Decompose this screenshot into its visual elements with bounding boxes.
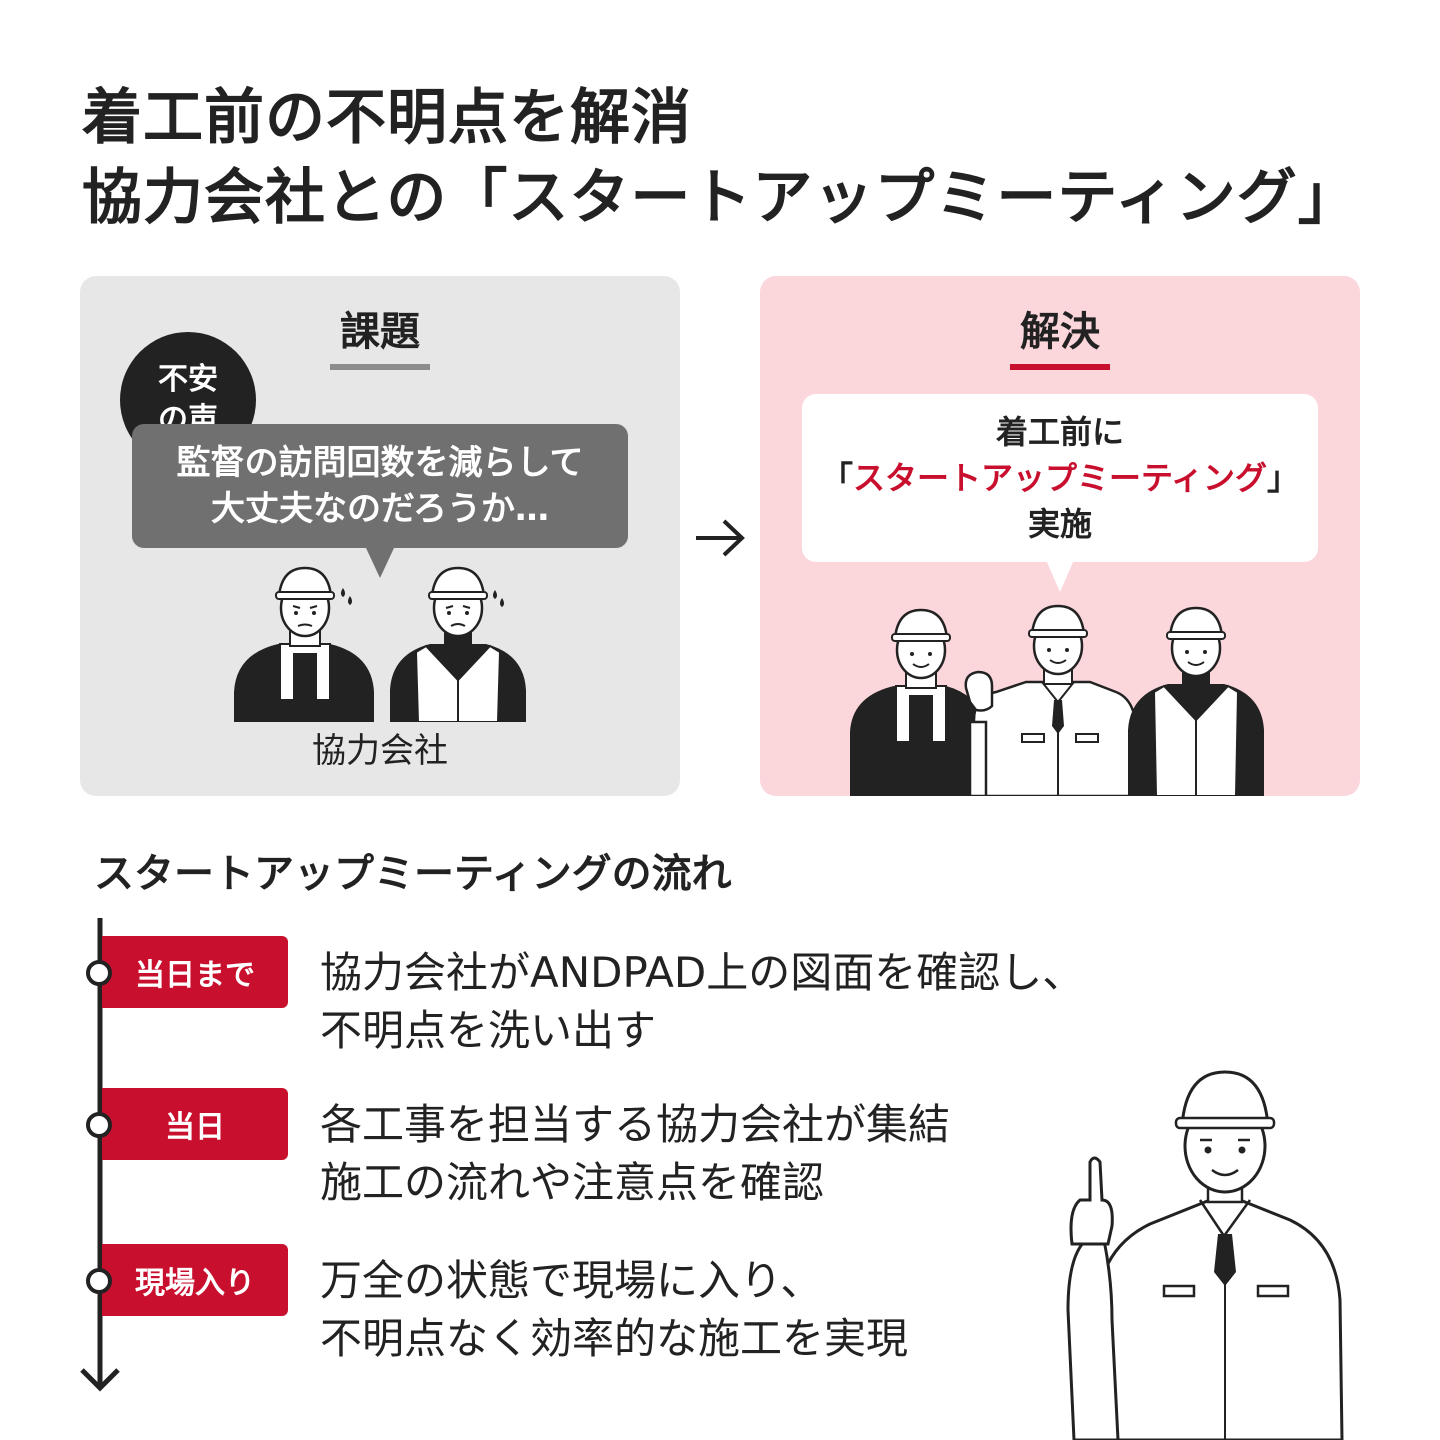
step-3-line-1: 万全の状態で現場に入り、 bbox=[320, 1256, 823, 1305]
step-tag-site-entry: 現場入り bbox=[102, 1244, 288, 1316]
step-1-line-1: 協力会社がANDPAD上の図面を確認し、 bbox=[320, 948, 1085, 997]
title-line-2: 協力会社との「スタートアップミーティング」 bbox=[82, 163, 1359, 233]
solution-line-2: 「スタートアップミーティング」 bbox=[821, 455, 1299, 501]
problem-heading: 課題 bbox=[340, 309, 420, 355]
page-title: 着工前の不明点を解消 協力会社との「スタートアップミーティング」 bbox=[82, 78, 1359, 238]
solution-heading-underline bbox=[1010, 364, 1110, 370]
flow-title: スタートアップミーティングの流れ bbox=[94, 851, 732, 897]
step-text-on-day: 各工事を担当する協力会社が集結 施工の流れや注意点を確認 bbox=[320, 1096, 950, 1212]
step-3-line-2: 不明点なく効率的な施工を実現 bbox=[320, 1314, 909, 1363]
step-1-line-2: 不明点を洗い出す bbox=[320, 1006, 657, 1055]
pointing-worker-illustration bbox=[1066, 1070, 1344, 1440]
timeline-arrow-down-icon bbox=[80, 918, 120, 1392]
solution-bubble-tail bbox=[1046, 560, 1074, 592]
step-2-line-1: 各工事を担当する協力会社が集結 bbox=[320, 1100, 951, 1149]
timeline-node-icon bbox=[86, 1268, 112, 1294]
worry-bubble-tail bbox=[366, 548, 394, 578]
worried-worker-illustration bbox=[234, 566, 526, 722]
problem-heading-underline bbox=[330, 364, 430, 370]
timeline-node-icon bbox=[86, 960, 112, 986]
problem-panel: 課題 不安 の声 監督の訪問回数を減らして 大丈夫なのだろうか… bbox=[80, 276, 680, 796]
solution-speech-bubble: 着工前に 「スタートアップミーティング」 実施 bbox=[802, 394, 1318, 562]
company-label: 協力会社 bbox=[312, 731, 448, 771]
open-bracket: 「 bbox=[820, 459, 853, 497]
timeline-node-icon bbox=[86, 1112, 112, 1138]
title-line-1: 着工前の不明点を解消 bbox=[82, 83, 692, 153]
worry-line-1: 監督の訪問回数を減らして bbox=[176, 443, 584, 483]
voice-badge-line-1: 不安 bbox=[158, 362, 218, 397]
worry-speech-bubble: 監督の訪問回数を減らして 大丈夫なのだろうか… bbox=[132, 424, 628, 548]
close-bracket: 」 bbox=[1267, 459, 1300, 497]
worry-line-2: 大丈夫なのだろうか… bbox=[211, 489, 549, 529]
step-2-line-2: 施工の流れや注意点を確認 bbox=[320, 1158, 825, 1207]
arrow-right-icon bbox=[696, 519, 745, 557]
solution-line-3: 実施 bbox=[1027, 505, 1092, 543]
solution-line-1: 着工前に bbox=[995, 413, 1124, 451]
solution-panel: 解決 着工前に 「スタートアップミーティング」 実施 bbox=[760, 276, 1360, 796]
startup-meeting-highlight: スタートアップミーティング bbox=[852, 459, 1268, 497]
step-tag-on-day: 当日 bbox=[102, 1088, 288, 1160]
step-text-site-entry: 万全の状態で現場に入り、 不明点なく効率的な施工を実現 bbox=[320, 1252, 908, 1368]
step-text-before-day: 協力会社がANDPAD上の図面を確認し、 不明点を洗い出す bbox=[320, 944, 1084, 1060]
solution-heading: 解決 bbox=[1020, 309, 1100, 355]
happy-worker-illustration bbox=[850, 604, 1264, 796]
step-tag-before-day: 当日まで bbox=[102, 936, 288, 1008]
